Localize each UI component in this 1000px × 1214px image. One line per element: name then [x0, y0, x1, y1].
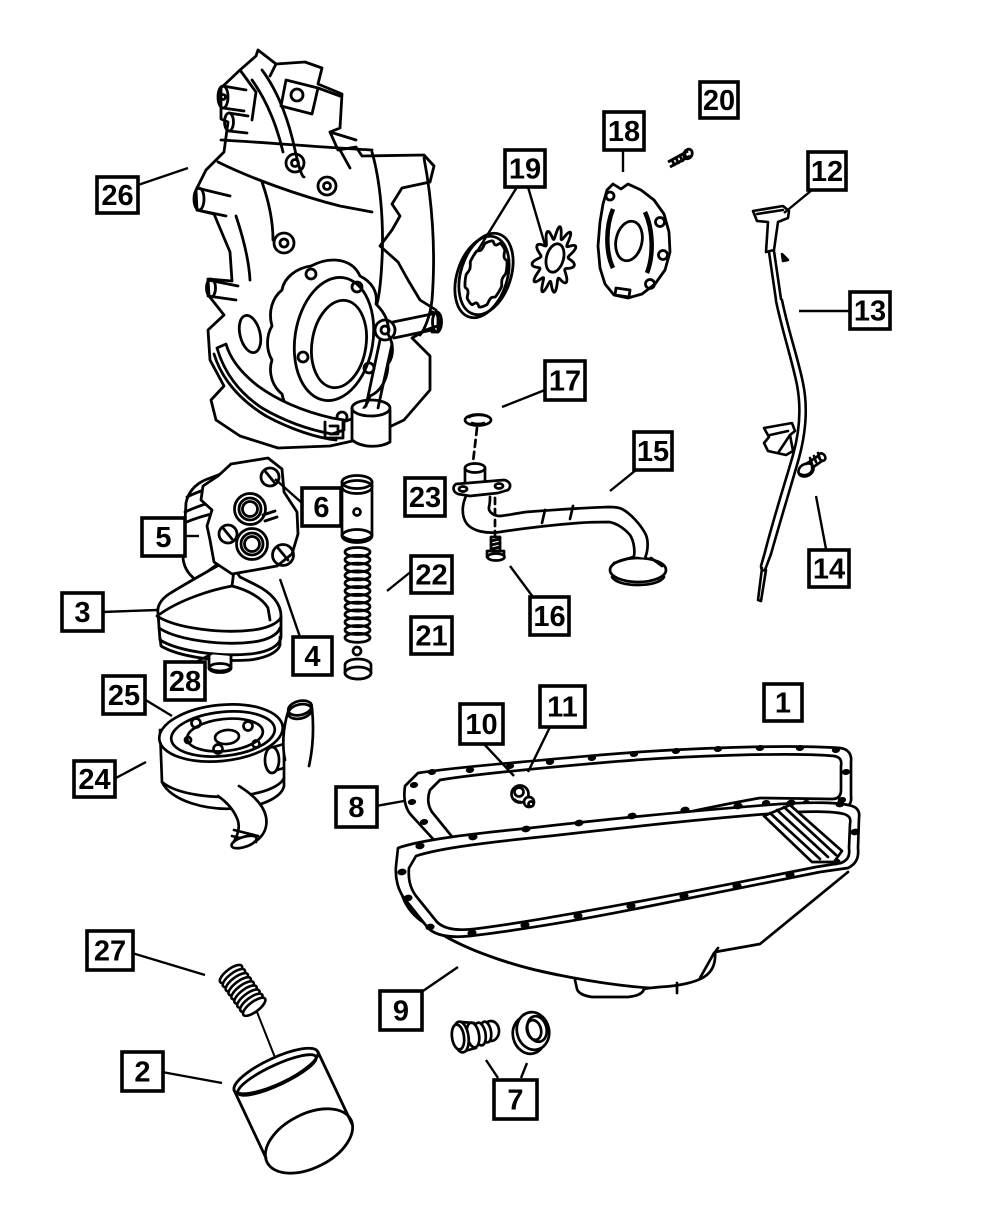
svg-text:14: 14 — [813, 554, 845, 586]
svg-text:10: 10 — [465, 709, 497, 741]
svg-text:16: 16 — [533, 601, 565, 633]
svg-text:21: 21 — [415, 621, 447, 653]
svg-text:20: 20 — [703, 85, 735, 117]
svg-text:17: 17 — [549, 366, 581, 398]
svg-text:24: 24 — [78, 764, 110, 796]
svg-text:28: 28 — [169, 666, 201, 698]
svg-text:12: 12 — [811, 156, 843, 188]
svg-text:5: 5 — [155, 522, 171, 554]
svg-text:2: 2 — [134, 1057, 150, 1089]
svg-text:19: 19 — [509, 154, 541, 186]
svg-text:13: 13 — [854, 296, 886, 328]
svg-text:7: 7 — [507, 1085, 523, 1117]
svg-text:18: 18 — [608, 116, 640, 148]
svg-text:3: 3 — [74, 597, 90, 629]
svg-text:6: 6 — [313, 492, 329, 524]
svg-text:27: 27 — [94, 936, 126, 968]
svg-text:15: 15 — [637, 436, 669, 468]
svg-text:11: 11 — [547, 692, 578, 724]
svg-text:26: 26 — [101, 180, 133, 212]
svg-text:23: 23 — [409, 482, 441, 514]
svg-text:1: 1 — [775, 688, 791, 720]
svg-text:22: 22 — [415, 560, 447, 592]
svg-text:9: 9 — [393, 996, 409, 1028]
svg-text:8: 8 — [348, 792, 364, 824]
svg-text:4: 4 — [304, 641, 320, 673]
svg-text:25: 25 — [108, 680, 140, 712]
